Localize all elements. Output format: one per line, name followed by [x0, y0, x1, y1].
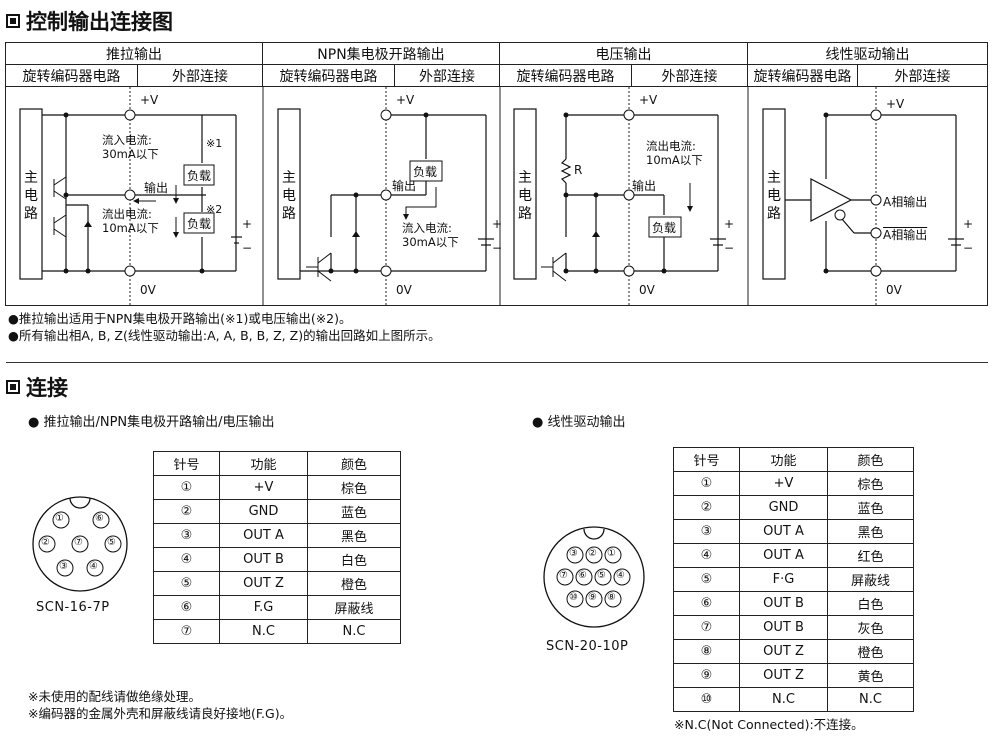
- output-circuit-diagram: 推拉输出 NPN集电极开路输出 电压输出 线性驱动输出 旋转编码器电路 外部连接…: [5, 42, 988, 306]
- connector-label: SCN-16-7P: [36, 600, 110, 615]
- zero-v-label: 0V: [396, 283, 412, 297]
- load-label: 负载: [187, 169, 212, 183]
- main-circuit-label: 主电路: [282, 170, 296, 222]
- section-title-text: 连接: [26, 376, 68, 400]
- note-line: ●推拉输出适用于NPN集电极开路输出(※1)或电压输出(※2)。: [8, 311, 352, 326]
- plus-sign: +: [724, 217, 735, 231]
- subheader-encoder-circuit: 旋转编码器电路: [6, 65, 138, 87]
- right-block-title: ● 线性驱动输出: [532, 415, 626, 430]
- push-pull-circuit: [19, 108, 242, 280]
- inflow-current-label: 流入电流:30mA以下: [402, 221, 459, 249]
- square-bullet-icon: [6, 14, 20, 28]
- main-circuit-label: 主电路: [24, 170, 38, 222]
- output-label: 输出: [144, 181, 169, 195]
- left-footnotes: ※未使用的配线请做绝缘处理。 ※编码器的金属外壳和屏蔽线请良好接地(F.G)。: [28, 689, 293, 721]
- circuit-labels: 主电路 主电路 主电路 主电路 +V 0V 输出 流入电流:30mA以下 流出电…: [6, 87, 987, 305]
- output-label: 输出: [632, 179, 657, 193]
- main-circuit-label: 主电路: [518, 170, 532, 222]
- npn-circuit: [277, 108, 494, 280]
- column-title-line-driver: 线性驱动输出: [748, 43, 987, 65]
- subheader-encoder-circuit: 旋转编码器电路: [748, 65, 858, 87]
- scn-20-10p-connector-icon: [543, 526, 645, 628]
- section-divider: [6, 362, 988, 363]
- main-circuit-label: 主电路: [767, 170, 781, 222]
- plus-v-label: +V: [639, 93, 658, 107]
- minus-sign: −: [492, 241, 503, 255]
- subheader-encoder-circuit: 旋转编码器电路: [500, 65, 632, 87]
- connector-label: SCN-20-10P: [546, 639, 629, 654]
- note1-mark: ※1: [206, 137, 223, 150]
- a-bar-phase-output-label: A相输出: [883, 228, 928, 242]
- plus-v-label: +V: [396, 93, 415, 107]
- diagram-notes: ●推拉输出适用于NPN集电极开路输出(※1)或电压输出(※2)。 ●所有输出相A…: [8, 310, 441, 344]
- subheader-external: 外部连接: [858, 65, 987, 87]
- left-block-title: ● 推拉输出/NPN集电极开路输出/电压输出: [28, 415, 275, 430]
- zero-v-label: 0V: [639, 283, 655, 297]
- column-title-voltage: 电压输出: [500, 43, 748, 65]
- table-header-row: 针号 功能 颜色: [673, 447, 914, 472]
- plus-sign: +: [242, 217, 253, 231]
- subheader-external: 外部连接: [632, 65, 748, 87]
- inflow-current-label: 流入电流:30mA以下: [102, 133, 159, 161]
- plus-sign: +: [492, 217, 503, 231]
- outflow-current-label: 流出电流:10mA以下: [102, 207, 159, 235]
- scn-20-10p-pin-labels: ③ ② ① ⑦ ⑥ ⑤ ④ ⑩ ⑨ ⑧: [559, 548, 625, 603]
- plus-sign: +: [963, 217, 974, 231]
- subheader-external: 外部连接: [138, 65, 263, 87]
- subheader-encoder-circuit: 旋转编码器电路: [263, 65, 395, 87]
- right-footnote: ※N.C(Not Connected):不连接。: [674, 717, 864, 732]
- plus-v-label: +V: [886, 97, 905, 111]
- minus-sign: −: [242, 241, 253, 255]
- output-label: 输出: [392, 179, 417, 193]
- a-phase-output-label: A相输出: [883, 195, 928, 209]
- minus-sign: −: [724, 241, 735, 255]
- resistor-label: R: [574, 163, 583, 177]
- note-line: ●所有输出相A, B, Z(线性驱动输出:A, A, B, B, Z, Z)的输…: [8, 328, 441, 343]
- column-title-push-pull: 推拉输出: [6, 43, 263, 65]
- scn-16-7p-pin-labels: ① ⑥ ② ⑦ ⑤ ③ ④: [41, 513, 116, 572]
- note2-mark: ※2: [206, 203, 223, 216]
- scn-16-7p-connector-icon: [32, 496, 128, 592]
- zero-v-label: 0V: [886, 283, 902, 297]
- subheader-external: 外部连接: [395, 65, 500, 87]
- square-bullet-icon: [6, 380, 20, 394]
- outflow-current-label: 流出电流:10mA以下: [646, 139, 703, 167]
- zero-v-label: 0V: [140, 283, 156, 297]
- diagram-header-row: 推拉输出 NPN集电极开路输出 电压输出 线性驱动输出: [6, 43, 987, 65]
- diagram-subheader-row: 旋转编码器电路 外部连接 旋转编码器电路 外部连接 旋转编码器电路 外部连接 旋…: [6, 65, 987, 87]
- plus-v-label: +V: [140, 93, 159, 107]
- load-label: 负载: [187, 217, 212, 231]
- section-title-control-output: 控制输出连接图: [6, 6, 173, 36]
- load-label: 负载: [652, 221, 677, 235]
- load-label: 负载: [413, 165, 438, 179]
- table-header-row: 针号 功能 颜色: [153, 451, 401, 476]
- circuit-drawings: [19, 87, 964, 305]
- minus-sign: −: [963, 241, 974, 255]
- line-driver-circuit: [762, 108, 964, 280]
- section-title-text: 控制输出连接图: [26, 10, 173, 34]
- column-title-npn: NPN集电极开路输出: [263, 43, 500, 65]
- section-title-connection: 连接: [6, 372, 68, 402]
